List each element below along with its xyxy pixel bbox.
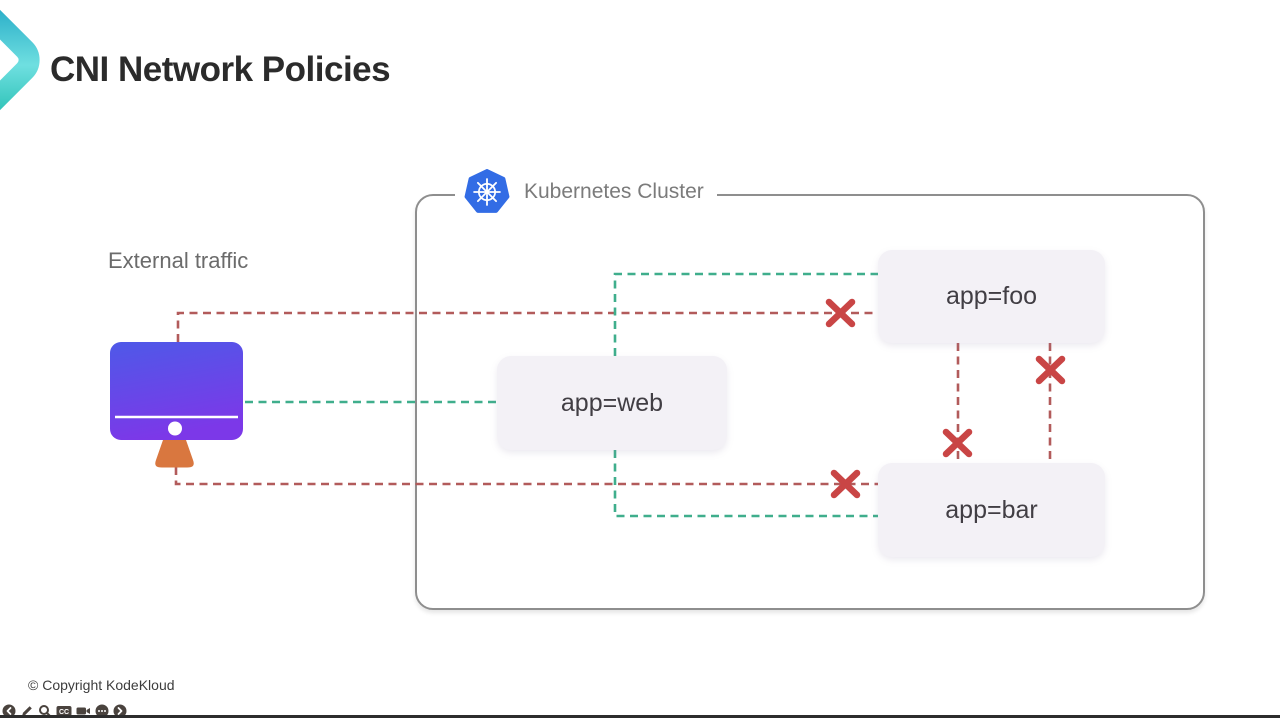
kodekloud-logo-icon <box>0 3 40 117</box>
pod-label-bar: app=bar <box>945 495 1038 524</box>
camera-icon[interactable] <box>76 704 91 718</box>
annotate-pencil-icon[interactable] <box>20 704 34 718</box>
external-client-monitor-icon <box>110 342 243 468</box>
pod-app-foo: app=foo <box>878 250 1105 343</box>
next-icon[interactable] <box>113 704 127 718</box>
pod-label-web: app=web <box>560 388 664 417</box>
copyright-text: © Copyright KodeKloud <box>28 677 175 693</box>
cluster-label: Kubernetes Cluster <box>524 180 704 203</box>
pod-label-foo: app=foo <box>945 282 1038 310</box>
closed-captions-icon[interactable]: CC <box>56 704 72 718</box>
external-traffic-label: External traffic <box>108 248 249 273</box>
player-toolbar: CC <box>2 703 127 718</box>
cluster-border-mask <box>455 189 717 200</box>
pod-app-web: app=web <box>497 356 727 450</box>
more-options-icon[interactable] <box>95 704 109 718</box>
svg-text:CC: CC <box>59 709 69 716</box>
kubernetes-icon <box>464 169 510 213</box>
pod-app-bar: app=bar <box>878 463 1105 557</box>
back-icon[interactable] <box>2 704 16 718</box>
progress-line[interactable] <box>0 715 1280 718</box>
page-title: CNI Network Policies <box>50 50 391 89</box>
